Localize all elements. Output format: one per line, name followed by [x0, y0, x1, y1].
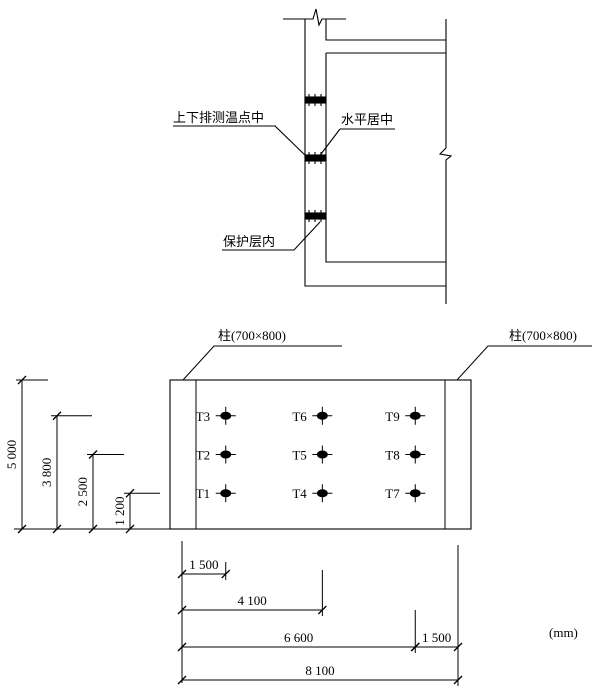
wall-left-line: [304, 19, 446, 287]
point-label: T6: [292, 409, 307, 424]
wall-inner-line: [325, 19, 446, 41]
dimension-tick: [88, 450, 98, 459]
dimension-tick: [177, 642, 187, 652]
dimension-tick: [125, 488, 135, 498]
measuring-point: T6: [292, 406, 333, 425]
right-column-label: 柱(700×800): [509, 328, 577, 343]
dimension-tick: [52, 411, 62, 421]
point-marker: [409, 450, 421, 459]
horizontal-dimension: 1 500: [410, 605, 463, 653]
dimension-tick: [410, 642, 420, 652]
leader-protection-layer: [222, 221, 321, 251]
horizontal-dimension: 6 600: [177, 610, 420, 653]
point-label: T2: [196, 448, 210, 463]
vertical-dimensions: 5 000 3 800 2 500 1 200: [4, 375, 170, 534]
point-marker: [316, 489, 328, 498]
point-label: T8: [385, 448, 399, 463]
vertical-dimension: 5 000: [4, 375, 48, 534]
left-column-label: 柱(700×800): [218, 328, 286, 343]
point-marker: [409, 411, 421, 420]
label-protection-layer: 保护层内: [223, 234, 275, 249]
dimension-tick: [177, 605, 187, 615]
horizontal-dimensions: 1 500 4 100 6 600 1 500 8 100: [177, 541, 463, 686]
measuring-point: T9: [385, 406, 426, 425]
dimension-label: 2 500: [75, 477, 90, 506]
measuring-point: T1: [196, 484, 236, 503]
dimension-label: 3 800: [39, 458, 54, 487]
dimension-tick: [17, 375, 27, 385]
label-upper-lower-center: 上下排测温点中: [173, 110, 264, 125]
measuring-point: T8: [385, 445, 426, 464]
point-label: T7: [385, 486, 400, 501]
right-column-leader: [456, 345, 592, 381]
point-marker: [409, 489, 421, 498]
vertical-dimension: 1 200: [112, 488, 160, 534]
dimension-label: 1 200: [112, 496, 127, 525]
point-label: T4: [292, 486, 307, 501]
horizontal-dimension: 8 100: [177, 545, 463, 686]
leader-upper-lower: [173, 125, 309, 159]
dimension-tick: [177, 569, 187, 579]
measuring-point: T7: [385, 484, 426, 503]
dimension-label: 6 600: [284, 630, 313, 645]
point-marker: [220, 411, 232, 420]
slab-outline: [169, 379, 472, 530]
measuring-point: T2: [196, 445, 236, 464]
point-label: T3: [196, 409, 210, 424]
dimension-label: 8 100: [305, 663, 334, 678]
point-marker: [316, 411, 328, 420]
dimension-label: 4 100: [238, 593, 267, 608]
dimension-label: 5 000: [4, 440, 19, 469]
point-marker: [220, 489, 232, 498]
dimension-tick: [177, 675, 187, 685]
vertical-dimension: 3 800: [39, 411, 92, 534]
dimension-label: 1 500: [189, 557, 218, 572]
section-detail: [173, 8, 453, 304]
leader-horizontal-center: [317, 128, 395, 159]
vertical-dimension: 2 500: [75, 450, 124, 534]
label-horizontal-center: 水平居中: [341, 112, 393, 127]
measuring-point: T3: [196, 406, 236, 425]
rebar-marker: [304, 94, 327, 106]
point-marker: [316, 450, 328, 459]
rebar-marker: [304, 152, 327, 164]
measuring-point: T4: [292, 484, 333, 503]
point-label: T5: [292, 448, 306, 463]
dimension-label: 1 500: [422, 630, 451, 645]
wall-inner-vertical: [325, 53, 446, 263]
wall-outline: [283, 8, 346, 27]
rebar-marker: [304, 210, 327, 222]
measuring-point: T5: [292, 445, 333, 464]
horizontal-dimension: 4 100: [177, 570, 327, 616]
unit-label: (mm): [549, 625, 578, 640]
point-label: T1: [196, 486, 210, 501]
point-marker: [220, 450, 232, 459]
horizontal-dimension: 1 500: [177, 557, 231, 580]
left-column-leader: [182, 345, 342, 381]
right-break-line: [438, 19, 453, 304]
point-label: T9: [385, 409, 399, 424]
